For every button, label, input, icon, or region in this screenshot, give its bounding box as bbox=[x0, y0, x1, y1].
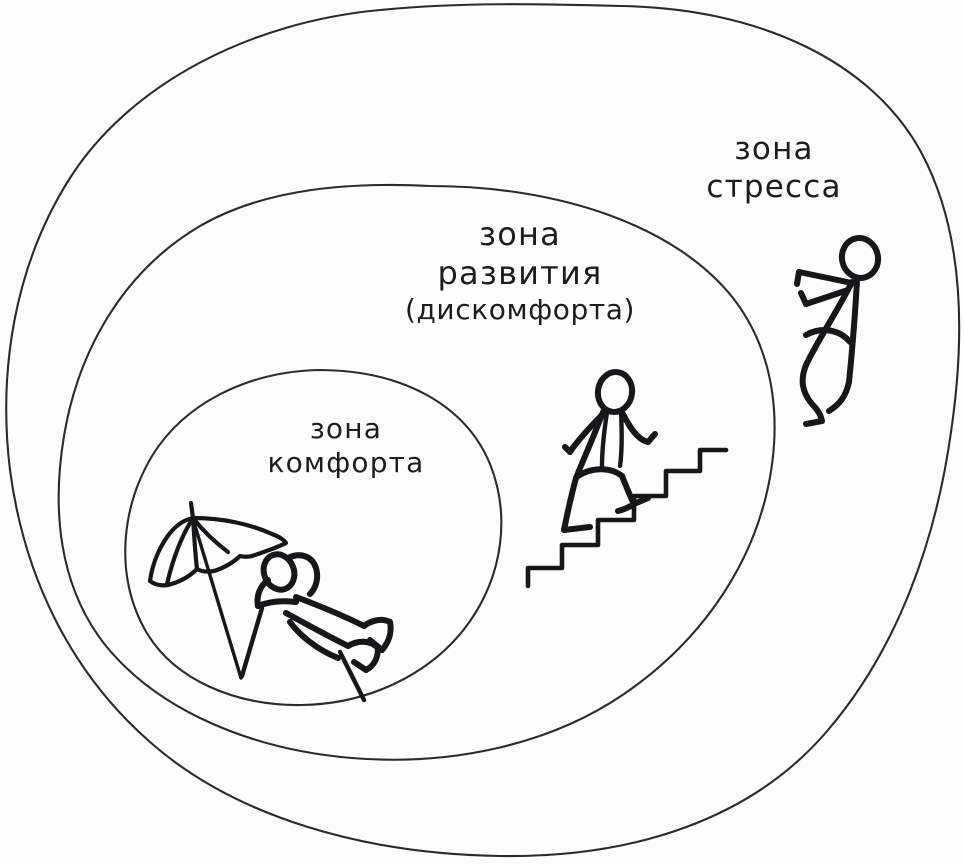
stress-figure-left-foot bbox=[803, 418, 825, 427]
zone-label-comfort: зона комфорта bbox=[196, 412, 496, 480]
reclining-crossed-thigh bbox=[345, 638, 381, 651]
climbing-stick-figure bbox=[561, 369, 658, 533]
zone-label-comfort-line2: комфорта bbox=[267, 446, 425, 480]
climber-left-hand bbox=[562, 444, 573, 455]
stress-figure-hip bbox=[803, 327, 853, 345]
stress-figure-right-leg bbox=[826, 379, 852, 414]
reclining-back bbox=[255, 598, 299, 609]
reclining-crossed-shin bbox=[363, 645, 381, 673]
zone-label-stress: зона стресса bbox=[642, 131, 906, 207]
middle-oval-growth-zone bbox=[57, 183, 776, 761]
reclining-torso-top bbox=[293, 594, 367, 629]
outer-oval-stress-zone bbox=[5, 3, 961, 858]
stress-figure-upper-arm bbox=[796, 269, 855, 286]
umbrella-rib-3 bbox=[164, 515, 196, 587]
reclining-thigh bbox=[361, 616, 393, 629]
zone-label-growth-line3: (дискомфорта) bbox=[404, 293, 636, 327]
stress-figure-lower-hand bbox=[798, 290, 809, 307]
climber-tie-right bbox=[617, 409, 624, 469]
beach-umbrella bbox=[147, 500, 289, 680]
climber-back-foot bbox=[561, 524, 593, 533]
zone-label-growth: зона развития (дискомфорта) bbox=[330, 215, 710, 327]
reclining-crossed-foot bbox=[351, 659, 369, 673]
zone-label-stress-line1: зона bbox=[734, 131, 814, 167]
zone-label-stress-line2: стресса bbox=[706, 168, 842, 205]
zone-label-comfort-line1: зона bbox=[309, 412, 383, 445]
deck-chair-front-leg bbox=[337, 649, 367, 703]
zone-label-growth-line2: развития bbox=[437, 254, 603, 293]
climber-head bbox=[594, 369, 636, 415]
reclining-shin bbox=[379, 619, 394, 653]
reclining-arm-over-head bbox=[285, 552, 321, 597]
deck-chair-back-leg bbox=[239, 605, 265, 679]
stress-figure-spine bbox=[846, 277, 860, 385]
stress-stick-figure bbox=[794, 235, 882, 427]
climber-front-foot bbox=[631, 495, 651, 507]
umbrella-tip bbox=[188, 500, 196, 521]
reclining-seat-line bbox=[287, 619, 341, 661]
zone-label-growth-line1: зона bbox=[479, 215, 561, 253]
reclining-figure bbox=[239, 551, 394, 703]
climber-hip bbox=[575, 466, 625, 479]
climber-left-arm bbox=[567, 410, 607, 455]
umbrella-pole bbox=[191, 517, 243, 680]
stress-figure-head bbox=[838, 235, 882, 281]
climber-back-leg bbox=[561, 475, 579, 533]
stress-figure-upper-hand bbox=[794, 269, 802, 287]
staircase bbox=[525, 447, 729, 589]
umbrella-canopy bbox=[147, 515, 289, 588]
inner-oval-comfort-zone bbox=[124, 368, 503, 707]
reclining-head bbox=[260, 551, 298, 593]
climber-right-hand bbox=[645, 431, 658, 445]
reclining-torso-bottom bbox=[283, 610, 351, 649]
stress-figure-lower-arm bbox=[803, 287, 851, 307]
climber-tie-left bbox=[599, 409, 610, 469]
stress-figure-left-leg bbox=[799, 362, 825, 424]
climber-front-leg bbox=[619, 473, 637, 507]
climber-right-arm bbox=[620, 411, 651, 445]
